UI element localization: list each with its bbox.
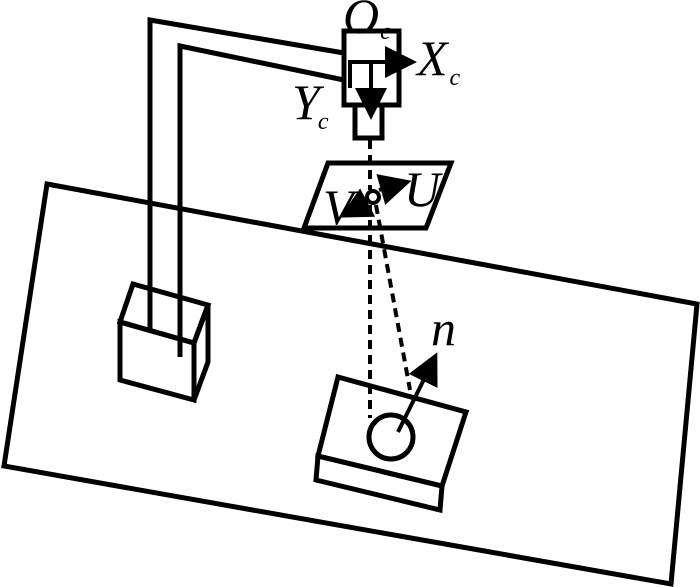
robot-arm bbox=[147, 17, 345, 357]
v-axis-label: V bbox=[323, 179, 359, 235]
camera-axes bbox=[348, 46, 417, 120]
v-axis-arrow bbox=[339, 188, 376, 218]
normal-vector bbox=[396, 352, 438, 433]
normal-label: n bbox=[431, 300, 456, 356]
origin-label: Oc bbox=[343, 0, 391, 45]
u-axis-arrow bbox=[376, 174, 412, 205]
work-table bbox=[1, 181, 700, 587]
x-axis-label: Xc bbox=[415, 30, 461, 91]
target-object bbox=[313, 373, 470, 514]
image-plane bbox=[300, 160, 455, 231]
projection-rays bbox=[368, 140, 412, 418]
u-axis-label: U bbox=[404, 161, 443, 217]
principal-point bbox=[365, 189, 381, 205]
y-axis-label: Yc bbox=[292, 74, 329, 135]
robot-base bbox=[116, 280, 212, 404]
